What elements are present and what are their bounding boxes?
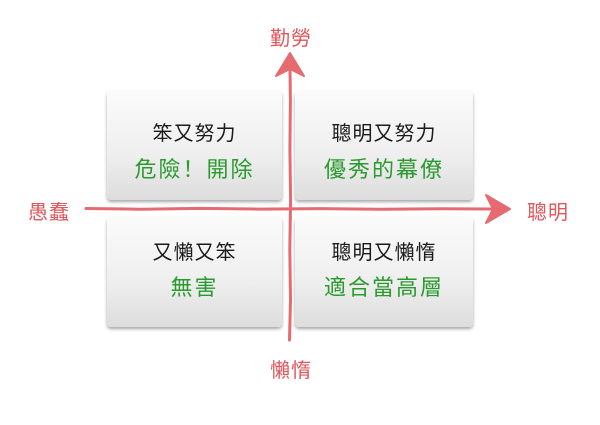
axis-label-left: 愚蠢 xyxy=(28,200,70,224)
up-arrow-icon xyxy=(275,52,305,77)
quadrant-top-right: 聰明又努力 優秀的幕僚 xyxy=(295,91,473,200)
quadrant-value: 適合當高層 xyxy=(323,276,444,301)
horizontal-axis-line xyxy=(84,206,494,211)
quadrant-bottom-left: 又懶又笨 無害 xyxy=(107,217,282,327)
axis-label-top: 勤勞 xyxy=(270,26,312,50)
vertical-axis-line xyxy=(288,68,293,342)
quadrant-title: 又懶又笨 xyxy=(152,240,237,264)
quadrant-title: 聰明又努力 xyxy=(331,121,437,145)
right-arrow-icon xyxy=(485,194,511,224)
quadrant-value: 危險！開除 xyxy=(134,158,255,183)
quadrant-top-left: 笨又努力 危險！開除 xyxy=(107,91,282,200)
axis-label-bottom: 懶惰 xyxy=(270,358,312,382)
axis-label-right: 聰明 xyxy=(527,200,569,224)
quadrant-value: 無害 xyxy=(170,276,219,301)
quadrant-title: 笨又努力 xyxy=(152,121,237,145)
quadrant-value: 優秀的幕僚 xyxy=(323,158,444,183)
quadrant-bottom-right: 聰明又懶惰 適合當高層 xyxy=(295,217,473,327)
quadrant-title: 聰明又懶惰 xyxy=(331,240,437,264)
